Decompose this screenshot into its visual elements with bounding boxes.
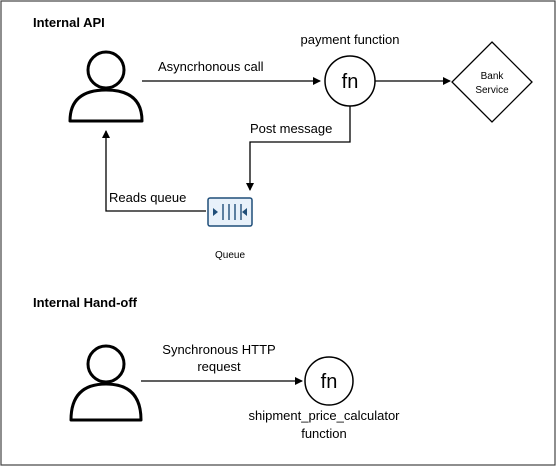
payment-function-node[interactable]: fn [324,55,376,107]
section-title-internal-api: Internal API [33,15,105,30]
queue-icon[interactable] [207,197,253,227]
bank-service-label-line1: Bank [481,71,505,82]
payment-function-label: payment function [300,32,399,47]
shipment-function-label-line2: function [301,426,347,441]
sync-http-label-line2: request [197,359,241,374]
async-call-label: Asyncrhonous call [158,59,264,74]
post-message-label: Post message [250,121,332,136]
section-title-internal-handoff: Internal Hand-off [33,295,138,310]
shipment-function-node[interactable]: fn [304,356,354,406]
user-actor-icon[interactable] [68,50,144,123]
bank-service-node[interactable]: Bank Service [451,41,533,123]
post-message-arrow [246,106,351,191]
shipment-function-label-line1: shipment_price_calculator [248,408,400,423]
reads-queue-arrow [102,130,206,212]
reads-queue-label: Reads queue [109,190,186,205]
fn-icon-2: fn [321,371,338,393]
user-actor-icon-2[interactable] [69,344,143,422]
queue-label: Queue [215,250,245,261]
fn-icon: fn [342,71,359,93]
bank-service-label-line2: Service [475,85,509,96]
sync-http-label-line1: Synchronous HTTP [162,342,275,357]
